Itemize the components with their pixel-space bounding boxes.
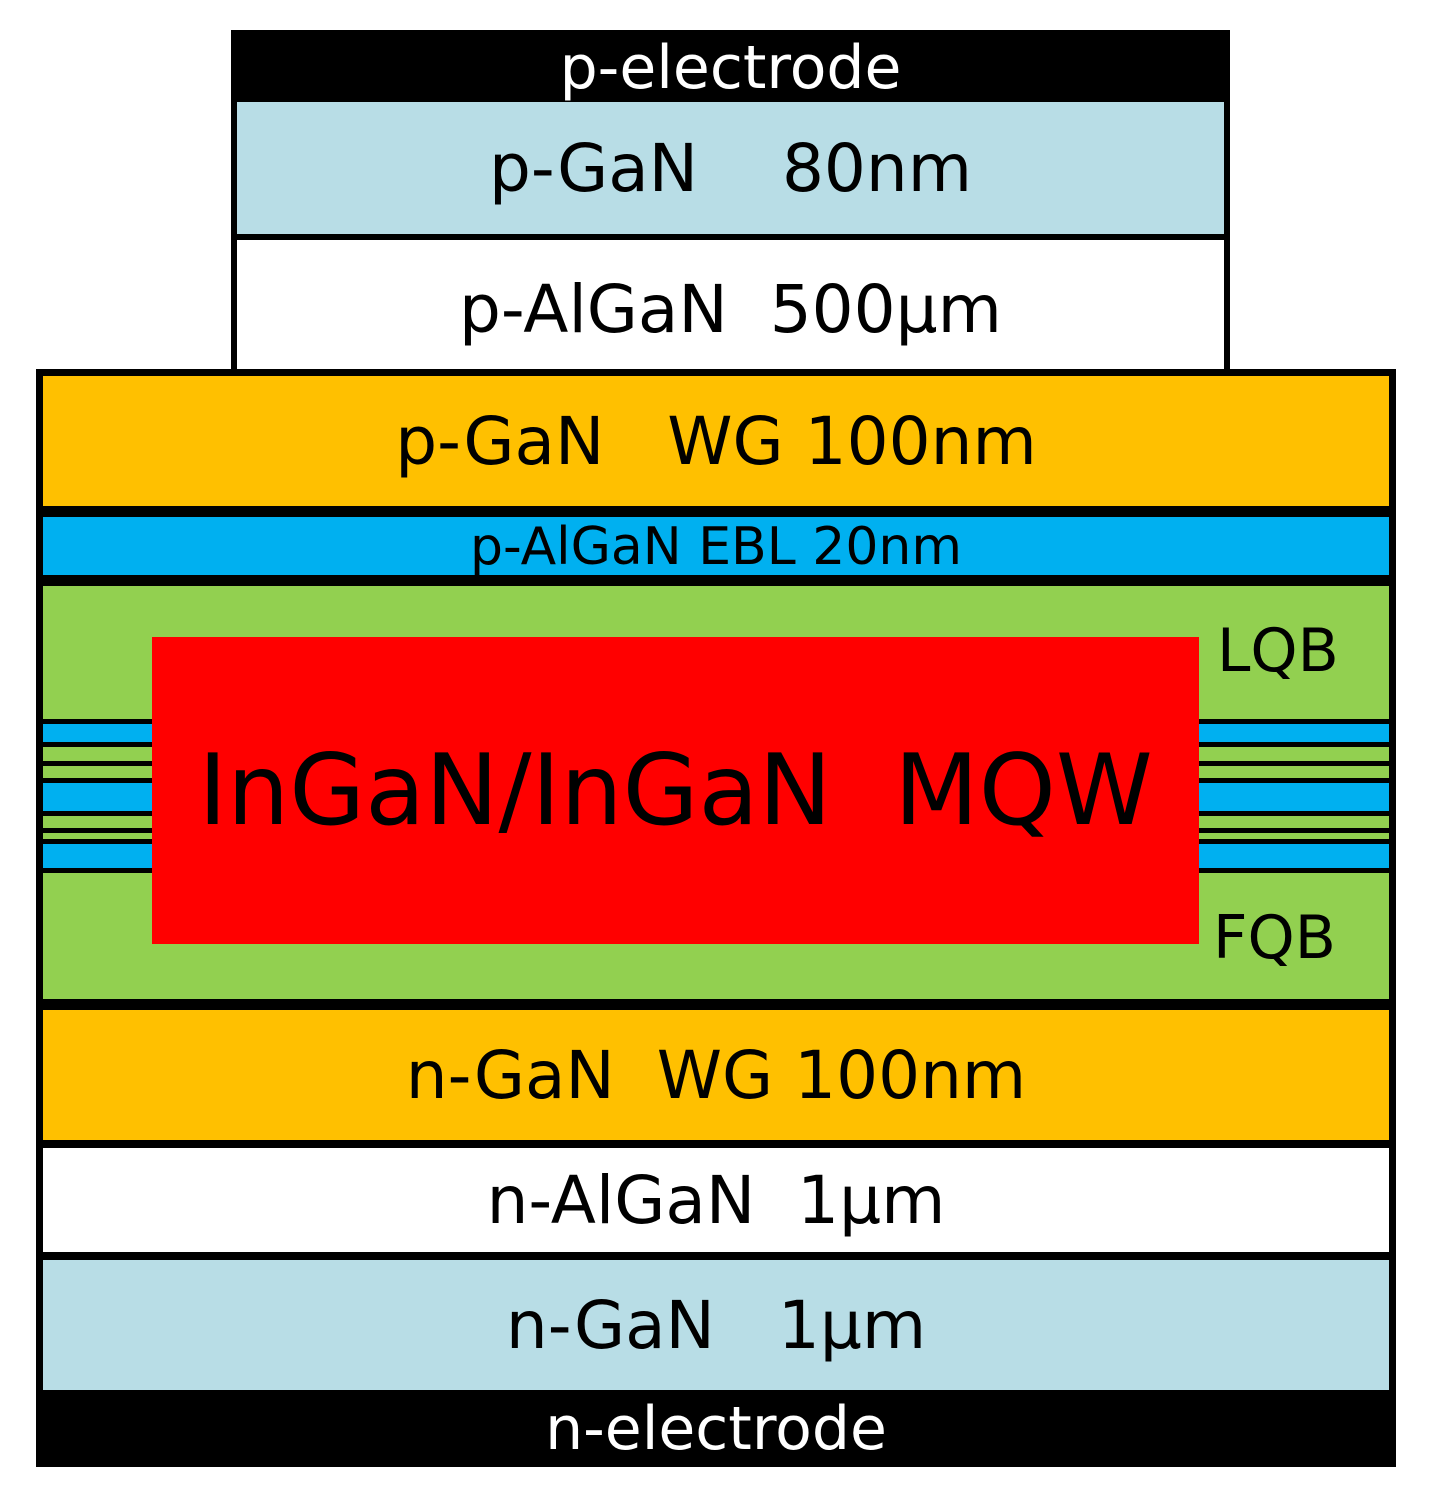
n-algan-label: n-AlGaN 1μm — [486, 1161, 946, 1239]
separator-left-b — [43, 828, 153, 833]
separator-right-b — [1199, 828, 1389, 833]
p-algan-layer: p-AlGaN 500μm — [231, 240, 1230, 378]
n-gan-label: n-GaN 1μm — [505, 1286, 927, 1364]
quantum-barrier-right-2 — [1199, 816, 1389, 828]
quantum-well-right-2 — [1199, 778, 1389, 816]
mqw-label: InGaN/InGaN MQW — [198, 733, 1153, 848]
n-gan-wg-layer: n-GaN WG 100nm — [43, 1010, 1389, 1140]
n-gan-wg-label: n-GaN WG 100nm — [405, 1036, 1027, 1114]
lqb-label: LQB — [1217, 616, 1339, 686]
p-gan-wg-label: p-GaN WG 100nm — [395, 402, 1037, 480]
quantum-barrier-left-1b — [43, 766, 153, 778]
quantum-well-left-3 — [43, 839, 153, 873]
quantum-barrier-left-2b — [43, 833, 153, 839]
quantum-well-left-1 — [43, 719, 153, 747]
quantum-well-right-1 — [1199, 719, 1389, 747]
p-electrode-label: p-electrode — [559, 33, 902, 103]
p-electrode-layer: p-electrode — [231, 30, 1230, 106]
n-electrode-label: n-electrode — [545, 1393, 887, 1464]
quantum-well-left-2 — [43, 778, 153, 816]
quantum-well-right-3 — [1199, 839, 1389, 873]
p-algan-ebl-label: p-AlGaN EBL 20nm — [469, 517, 963, 575]
separator-right-a — [1199, 761, 1389, 766]
p-gan-label: p-GaN 80nm — [488, 129, 973, 207]
n-electrode-layer: n-electrode — [36, 1390, 1396, 1467]
quantum-barrier-right-1 — [1199, 747, 1389, 761]
n-gan-layer: n-GaN 1μm — [43, 1260, 1389, 1390]
p-gan-wg-layer: p-GaN WG 100nm — [43, 376, 1389, 506]
quantum-barrier-right-1b — [1199, 766, 1389, 778]
quantum-barrier-right-2b — [1199, 833, 1389, 839]
n-algan-layer: n-AlGaN 1μm — [43, 1148, 1389, 1252]
p-algan-label: p-AlGaN 500μm — [459, 270, 1002, 348]
quantum-barrier-left-1 — [43, 747, 153, 761]
separator-left-a — [43, 761, 153, 766]
fqb-label: FQB — [1213, 903, 1336, 973]
p-gan-layer: p-GaN 80nm — [231, 102, 1230, 240]
p-algan-ebl-layer: p-AlGaN EBL 20nm — [43, 517, 1389, 575]
mqw-block: InGaN/InGaN MQW — [152, 637, 1199, 944]
quantum-barrier-left-2 — [43, 816, 153, 828]
